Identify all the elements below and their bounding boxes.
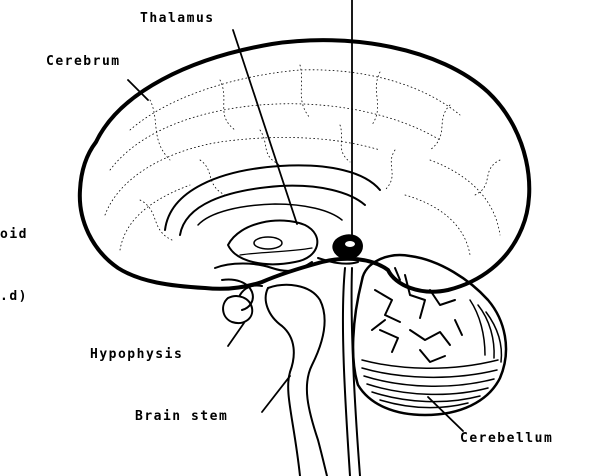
- hypophysis-shape: [223, 296, 252, 323]
- label-hypophysis: Hypophysis: [90, 348, 183, 361]
- thalamus-shape: [228, 221, 317, 265]
- label-cerebellum: Cerebellum: [460, 432, 553, 445]
- label-left-partial-1: oid: [0, 228, 28, 241]
- brain-stem-shape: [268, 285, 327, 476]
- cerebellum-shape: [353, 255, 506, 415]
- leader-lines: [128, 0, 463, 431]
- pineal-region: [333, 235, 362, 259]
- cerebrum-gyri: [105, 65, 500, 255]
- label-brain-stem: Brain stem: [135, 410, 228, 423]
- label-left-partial-2: .d): [0, 290, 28, 303]
- label-cerebrum: Cerebrum: [46, 55, 121, 68]
- label-thalamus: Thalamus: [140, 12, 215, 25]
